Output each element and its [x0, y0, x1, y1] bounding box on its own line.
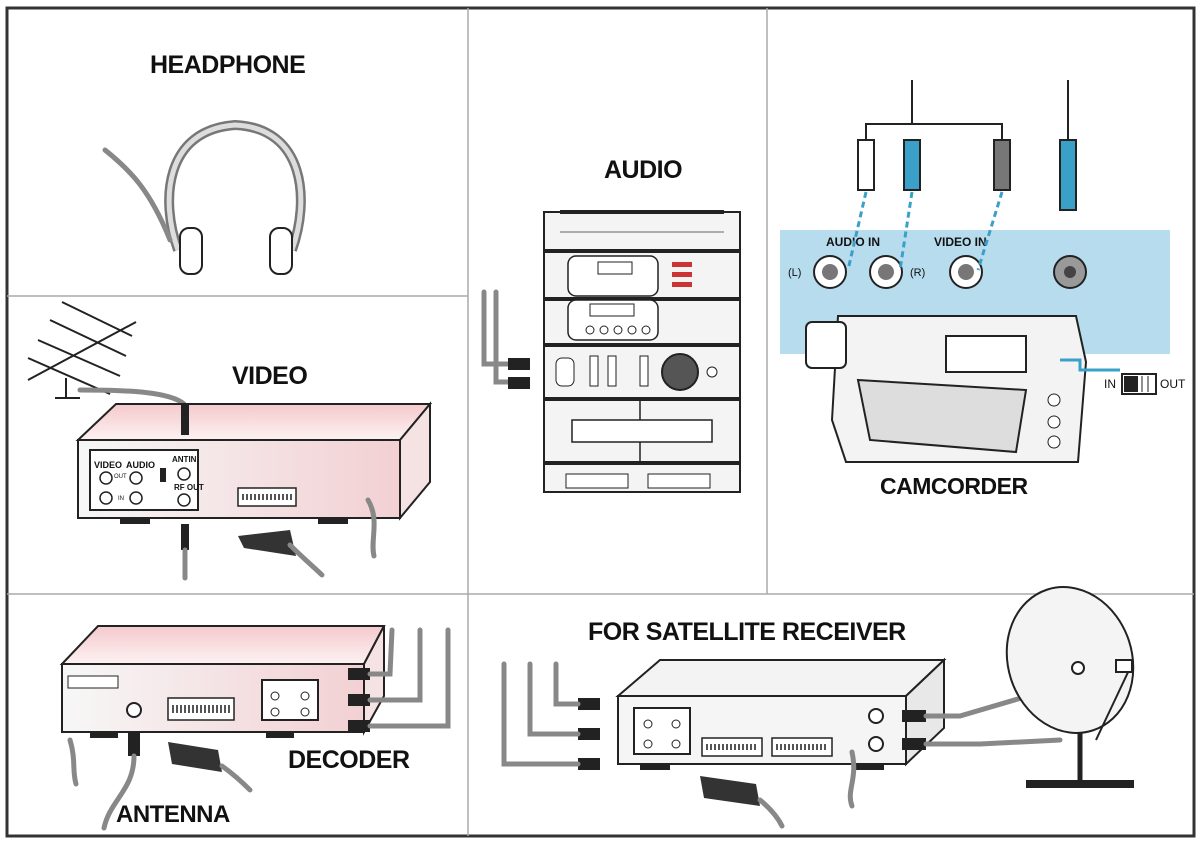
- antenna-label: ANTENNA: [116, 801, 230, 828]
- headphone-label: HEADPHONE: [150, 51, 305, 79]
- vcr-antin-label: ANTIN: [172, 455, 197, 464]
- right-channel-label: (R): [910, 267, 925, 279]
- vcr-rfout-label: RF OUT: [174, 483, 204, 492]
- video-section: VIDEO VIDEO AUDIO OUT IN ANTIN: [27, 301, 433, 581]
- video-label: VIDEO: [232, 362, 307, 390]
- rca-cables: [846, 80, 1077, 271]
- decoder-section: DECODER ANTENNA: [59, 625, 451, 831]
- decoder-device: [59, 625, 451, 831]
- vcr-out-label: OUT: [114, 474, 127, 480]
- camcorder-label: CAMCORDER: [880, 473, 1028, 499]
- decoder-label: DECODER: [288, 746, 410, 774]
- headphone-section: HEADPHONE: [102, 51, 306, 275]
- in-out-switch: [1121, 373, 1157, 395]
- vcr-device: VIDEO AUDIO OUT IN ANTIN RF OUT: [75, 401, 433, 581]
- satellite-section: FOR SATELLITE RECEIVER: [501, 586, 1135, 829]
- switch-out-label: OUT: [1160, 377, 1186, 391]
- satellite-dish-icon: [1005, 586, 1135, 788]
- satellite-label: FOR SATELLITE RECEIVER: [588, 618, 906, 646]
- headphone-icon: [102, 119, 306, 275]
- satellite-receiver-device: [501, 657, 1113, 829]
- vcr-video-label: VIDEO: [94, 460, 122, 470]
- camcorder-section: AUDIO IN VIDEO IN (L) (R): [780, 80, 1186, 499]
- audio-label: AUDIO: [604, 156, 682, 184]
- vcr-audio-label: AUDIO: [126, 460, 155, 470]
- audio-section: AUDIO: [481, 156, 741, 493]
- video-in-label: VIDEO IN: [934, 235, 987, 249]
- left-channel-label: (L): [788, 267, 801, 279]
- tv-antenna-icon: [27, 301, 187, 407]
- switch-in-label: IN: [1104, 377, 1116, 391]
- stereo-system-icon: [481, 210, 741, 493]
- av-input-jacks: [813, 255, 1087, 289]
- vcr-in-label: IN: [118, 496, 124, 502]
- camcorder-icon: [805, 315, 1120, 463]
